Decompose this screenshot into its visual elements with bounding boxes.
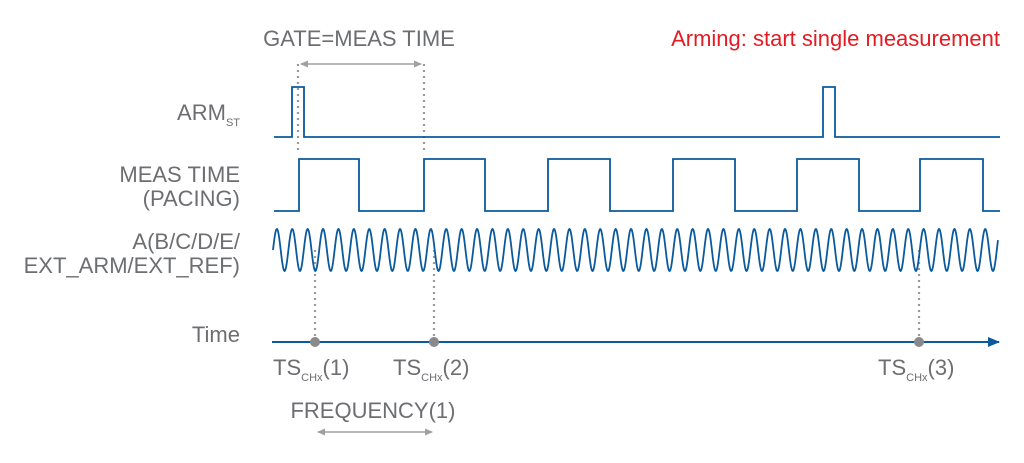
meas-time-label: MEAS TIME [119,162,240,187]
frequency-label: FREQUENCY(1) [290,398,455,423]
ts2-suffix: (2) [443,355,470,380]
arm-label-main: ARM [177,100,226,125]
time-label: Time [192,322,240,347]
ts2-sub: CHx [421,372,443,384]
ts3-suffix: (3) [928,355,955,380]
ts1-sub: CHx [301,372,323,384]
input-channel-label-line1: A(B/C/D/E/ [132,229,240,254]
arm-label-sub: ST [226,117,240,129]
ts1-suffix: (1) [323,355,350,380]
ts2-marker [429,337,439,347]
arm-st-signal [274,86,1000,138]
ts1-main: TS [273,355,301,380]
meas-time-signal [274,158,1000,212]
ts1-label: TSCHx(1) [273,355,349,384]
ts3-sub: CHx [906,372,928,384]
ts3-label: TSCHx(3) [878,355,954,384]
arming-note: Arming: start single measurement [671,26,1000,51]
ts2-label: TSCHx(2) [393,355,469,384]
pacing-label: (PACING) [143,186,240,211]
input-signal-waveform [272,227,999,273]
ts2-main: TS [393,355,421,380]
ts3-marker [914,337,924,347]
input-channel-label-line2: EXT_ARM/EXT_REF) [24,253,240,278]
ts3-main: TS [878,355,906,380]
arm-st-label: ARMST [177,100,240,129]
ts1-marker [310,337,320,347]
gate-label: GATE=MEAS TIME [263,26,455,51]
